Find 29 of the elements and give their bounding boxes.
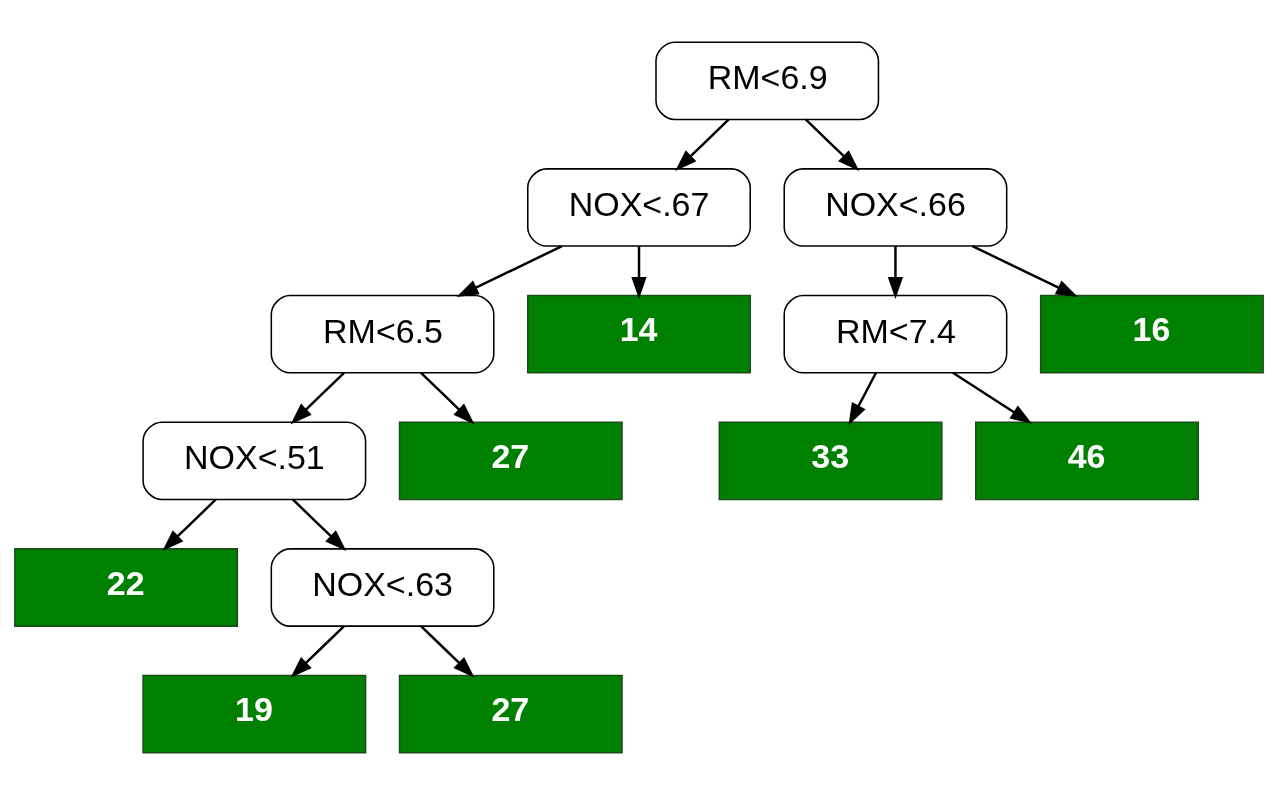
node-box: 22 — [14, 547, 239, 627]
node-box: NOX<.66 — [783, 167, 1008, 247]
arrow — [631, 245, 647, 299]
node-box: 33 — [718, 420, 943, 500]
arrow — [971, 244, 1078, 297]
arrow — [887, 245, 904, 299]
node-box: 46 — [975, 420, 1199, 500]
arrow — [290, 624, 345, 678]
node-box: RM<6.9 — [655, 40, 880, 120]
arrow — [291, 498, 347, 551]
arrow — [420, 371, 475, 424]
node-box: NOX<.67 — [527, 167, 751, 247]
node-box: 27 — [398, 674, 623, 754]
arrow — [290, 371, 345, 424]
arrow — [456, 244, 563, 297]
node-box: 19 — [142, 674, 367, 754]
arrow — [675, 118, 730, 171]
arrow — [420, 624, 475, 678]
node-box: NOX<.51 — [142, 420, 367, 500]
node-box: NOX<.63 — [270, 547, 495, 627]
node-box: 14 — [527, 294, 751, 374]
arrow — [952, 371, 1033, 424]
arrow — [162, 498, 217, 551]
node-box: 27 — [398, 420, 623, 500]
node-box: 16 — [1039, 294, 1264, 374]
node-box: RM<7.4 — [783, 294, 1008, 374]
arrow — [804, 118, 860, 171]
node-box: RM<6.5 — [270, 294, 495, 374]
arrow — [848, 371, 878, 425]
